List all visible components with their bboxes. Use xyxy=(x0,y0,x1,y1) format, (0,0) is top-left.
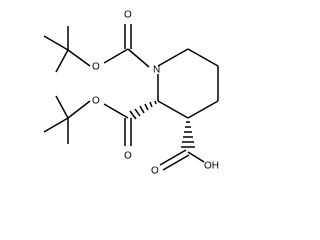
acid-carbonyl-oxygen-label: O xyxy=(151,166,159,177)
chemical-structure-diagram: N O O O O O OH xyxy=(43,10,219,177)
bond-c2-to-mid-carbonyl-hash-2 xyxy=(149,101,153,108)
bond-ring-c3-to-c2 xyxy=(157,100,189,119)
bond-ring-n-to-c6 xyxy=(157,48,189,67)
bond-c2-to-mid-carbonyl-hash-1 xyxy=(154,100,157,105)
bond-n-to-top-carbonyl-carbon xyxy=(127,48,150,68)
bond-mid-carbonyl-to-ester-oxygen xyxy=(103,103,129,119)
bond-acid-carbonyl-double-a xyxy=(159,149,187,166)
bonds xyxy=(43,24,219,171)
bond-c2-to-mid-carbonyl-hash-5 xyxy=(134,108,141,117)
bond-c2-to-mid-carbonyl-hash-6 xyxy=(129,110,137,120)
bond-mid-quaternary-to-methyl-up xyxy=(55,95,69,119)
bond-c2-to-mid-carbonyl-hash-3 xyxy=(144,103,149,111)
bond-top-quaternary-to-methyl-left xyxy=(43,35,69,51)
bond-top-carbonyl-to-ester-oxygen xyxy=(103,48,129,64)
bond-mid-ester-oxygen-to-quaternary-carbon xyxy=(67,100,91,119)
top-carbonyl-oxygen-label: O xyxy=(124,10,132,21)
bond-ring-c6-to-c5 xyxy=(187,48,219,67)
bond-acid-carbonyl-double-b xyxy=(162,154,190,171)
hydroxyl-label: OH xyxy=(204,161,219,172)
mid-carbonyl-oxygen-label: O xyxy=(124,151,132,162)
bond-c2-to-mid-carbonyl-hash-4 xyxy=(139,105,145,114)
mid-ester-oxygen-label: O xyxy=(92,96,100,107)
bond-top-ester-oxygen-to-quaternary-carbon xyxy=(67,49,91,67)
bond-acid-carbon-to-hydroxyl xyxy=(187,151,205,163)
nitrogen-label: N xyxy=(153,65,160,76)
bond-top-quaternary-to-methyl-down xyxy=(55,49,69,73)
bond-ring-c4-to-c3 xyxy=(187,100,219,119)
bond-mid-quaternary-to-methyl-left xyxy=(43,117,69,133)
top-ester-oxygen-label: O xyxy=(92,62,100,73)
atom-labels: N O O O O O OH xyxy=(92,10,219,177)
